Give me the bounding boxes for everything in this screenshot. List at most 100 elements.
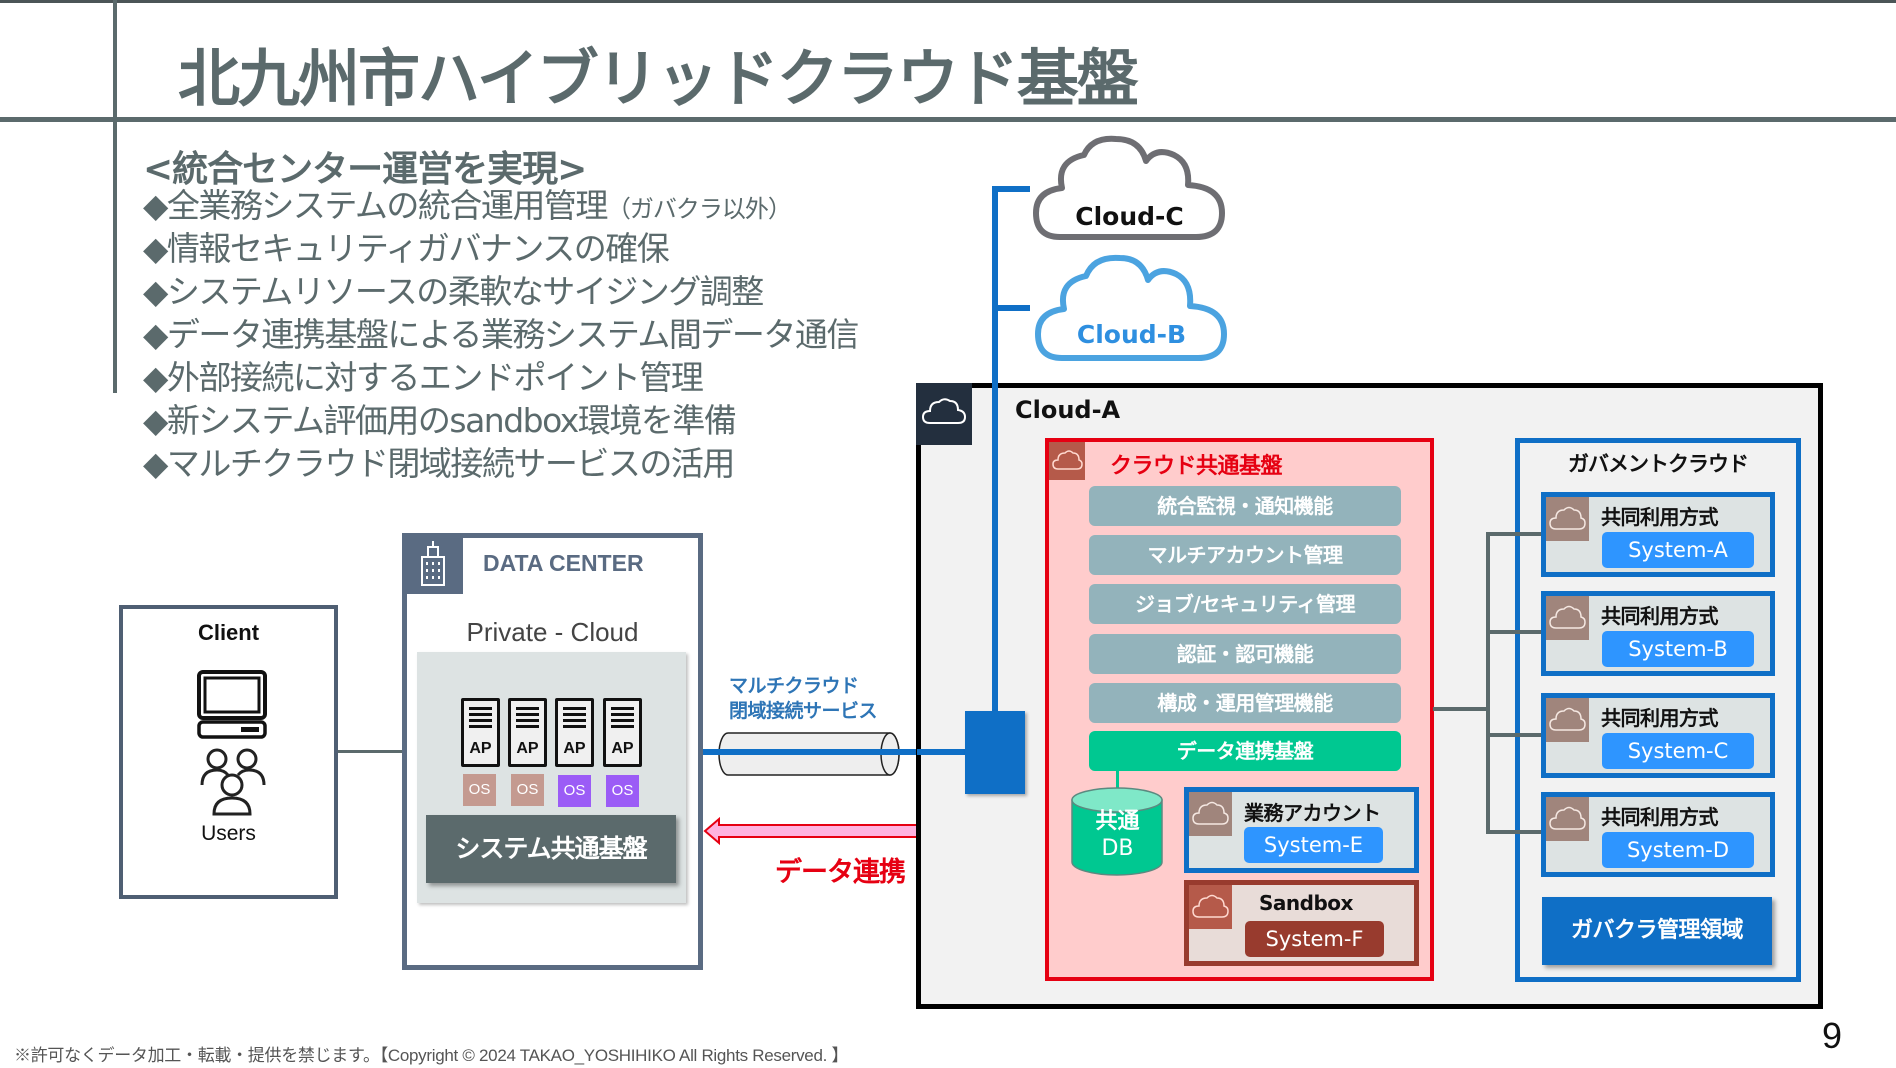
gov-bus-line	[1486, 532, 1490, 832]
bullet-text: ◆全業務システムの統合運用管理	[143, 186, 608, 225]
system-c-pill: System-C	[1602, 733, 1754, 769]
page-number: 9	[1822, 1015, 1843, 1056]
left-divider	[113, 0, 117, 393]
gov-system-b-box: 共同利用方式 System-B	[1541, 591, 1775, 676]
bullet-item: ◆全業務システムの統合運用管理（ガバクラ以外）	[143, 184, 858, 227]
copyright-footer: ※許可なくデータ加工・転載・提供を禁じます。【Copyright © 2024 …	[14, 1046, 849, 1065]
bullet-text: ◆マルチクラウド閉域接続サービスの活用	[143, 444, 735, 483]
gov-system-title: 共同利用方式	[1601, 505, 1719, 529]
sandbox-title: Sandbox	[1259, 891, 1353, 915]
account-icon-box	[1189, 792, 1232, 836]
users-label: Users	[201, 822, 256, 845]
gov-system-icon-box	[1546, 698, 1589, 742]
server-icon	[469, 707, 492, 731]
db-connector	[1116, 771, 1119, 791]
function-monitoring: 統合監視・通知機能	[1089, 486, 1401, 526]
ap-label: AP	[469, 740, 492, 757]
client-dc-connector	[338, 750, 403, 753]
ap-server: AP	[555, 698, 594, 767]
bullet-item: ◆データ連携基盤による業務システム間データ通信	[143, 313, 859, 356]
ap-server: AP	[508, 698, 547, 767]
bullet-item: ◆新システム評価用のsandbox環境を準備	[143, 399, 858, 442]
users-icon	[200, 748, 266, 816]
cloud-icon	[1192, 894, 1229, 918]
os-badge: OS	[606, 775, 639, 807]
multicloud-connection-line	[703, 749, 968, 755]
cloud-c-branch	[992, 186, 1030, 192]
ap-server: AP	[603, 698, 642, 767]
cloud-b-label: Cloud-B	[1076, 320, 1187, 349]
building-icon	[421, 541, 445, 586]
bullet-text: ◆システムリソースの柔軟なサイジング調整	[143, 272, 764, 311]
data-center-icon-box	[402, 533, 463, 594]
gov-system-title: 共同利用方式	[1601, 706, 1719, 730]
multicloud-connection-line-inner	[917, 749, 967, 755]
business-account-box: 業務アカウント System-E	[1184, 787, 1419, 873]
server-icon	[563, 707, 586, 731]
ap-label: AP	[611, 740, 634, 757]
cloud-b-branch	[992, 305, 1030, 311]
cloud-icon	[1549, 605, 1586, 629]
cloud-icon	[1052, 450, 1083, 470]
ap-label: AP	[516, 740, 539, 757]
function-config-ops: 構成・運用管理機能	[1089, 683, 1401, 723]
bullet-item: ◆情報セキュリティガバナンスの確保	[143, 227, 858, 270]
client-box	[119, 605, 338, 899]
cloud-a-icon-box	[916, 383, 972, 445]
db-label-line1: 共通	[1095, 809, 1140, 834]
system-common-platform: システム共通基盤	[426, 815, 676, 883]
title-divider	[0, 117, 1896, 122]
database-icon	[1071, 787, 1163, 876]
government-cloud-title: ガバメントクラウド	[1568, 452, 1749, 476]
gov-branch-c-inner	[1515, 733, 1543, 737]
gov-system-a-box: 共同利用方式 System-A	[1541, 492, 1775, 577]
common-platform-icon-box	[1049, 442, 1085, 480]
gov-branch-b	[1486, 630, 1543, 634]
bullet-item: ◆マルチクラウド閉域接続サービスの活用	[143, 442, 858, 485]
gov-system-icon-box	[1546, 797, 1589, 841]
gov-system-icon-box	[1546, 596, 1589, 640]
gov-branch-a	[1486, 532, 1543, 536]
gov-branch-d-inner	[1515, 830, 1543, 834]
multicloud-label-line1: マルチクラウド	[729, 675, 859, 697]
ap-label: AP	[563, 740, 586, 757]
bullet-note: （ガバクラ以外）	[606, 195, 792, 223]
system-b-pill: System-B	[1602, 631, 1754, 667]
computer-icon	[197, 670, 267, 739]
bullet-text: ◆情報セキュリティガバナンスの確保	[143, 229, 670, 268]
cloud-icon	[1549, 707, 1586, 731]
client-label: Client	[197, 620, 260, 645]
cloud-c-label: Cloud-C	[1075, 202, 1184, 231]
gov-branch-d	[1486, 830, 1543, 834]
summary-heading: <統合センター運営を実現>	[143, 149, 587, 190]
ap-server: AP	[461, 698, 500, 767]
gov-cloud-management-area: ガバクラ管理領域	[1542, 897, 1772, 965]
bullet-item: ◆システムリソースの柔軟なサイジング調整	[143, 270, 858, 313]
os-badge: OS	[463, 774, 496, 806]
os-badge: OS	[558, 775, 591, 807]
multicloud-label-line2: 閉域接続サービス	[729, 700, 878, 722]
bullet-text: ◆データ連携基盤による業務システム間データ通信	[143, 315, 859, 354]
private-cloud-label: Private - Cloud	[466, 617, 639, 647]
gov-system-title: 共同利用方式	[1601, 604, 1719, 628]
cloud-common-platform-title: クラウド共通基盤	[1110, 454, 1283, 479]
sandbox-icon-box	[1189, 885, 1232, 929]
multicloud-service-label: マルチクラウド 閉域接続サービス	[729, 674, 878, 724]
data-center-title: DATA CENTER	[483, 550, 644, 576]
gov-system-c-box: 共同利用方式 System-C	[1541, 693, 1775, 778]
gov-branch-b-inner	[1515, 630, 1543, 634]
cloud-c-icon	[1033, 135, 1225, 240]
cloud-interconnect-line-inner	[992, 383, 998, 716]
gov-system-icon-box	[1546, 497, 1589, 541]
function-data-integration: データ連携基盤	[1089, 731, 1401, 771]
system-e-pill: System-E	[1244, 827, 1383, 863]
cloud-icon	[1549, 806, 1586, 830]
common-to-gov-connector	[1433, 707, 1490, 711]
cloud-b-icon	[1035, 254, 1227, 361]
gov-branch-a-inner	[1515, 532, 1543, 536]
function-auth: 認証・認可機能	[1089, 634, 1401, 674]
gateway-node	[965, 711, 1025, 794]
server-icon	[611, 707, 634, 731]
cloud-icon	[921, 398, 967, 424]
system-f-pill: System-F	[1245, 921, 1384, 957]
